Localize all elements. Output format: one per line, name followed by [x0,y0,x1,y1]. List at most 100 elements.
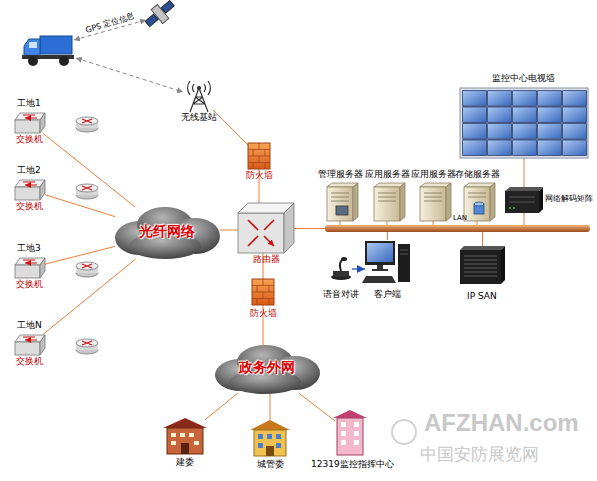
server-icon [378,193,396,201]
ip-san-icon [460,246,505,250]
firewall-icon [248,143,270,169]
node-label: 存储服务器 [455,170,500,180]
server-icon [327,183,495,221]
connector-line [299,393,335,421]
building-icon [341,422,359,445]
building-icon [163,410,367,456]
connector-line [42,259,135,335]
video-wall-icon [460,88,588,158]
server-icon [336,206,348,215]
firewall-icon [252,279,274,305]
small-router [82,186,92,190]
intercom-icon [331,257,351,280]
client-pc-icon [398,244,410,282]
small-router [76,117,98,125]
decoder-icon [539,187,543,213]
node-label: 语音对讲 [323,290,359,300]
server-icon [490,183,495,221]
connector-line [270,393,271,420]
building: 12319监控指挥中心 [335,410,365,455]
video-wall-icon [460,88,588,158]
node-label: 防火墙 [246,171,273,181]
node-label: 工地2 [17,166,41,176]
node-label: 工地1 [17,99,41,109]
connector-line [352,268,365,269]
lan-bus: LAN [325,225,590,232]
router-icon [238,213,284,253]
node-label: 管理服务器 [318,170,363,180]
client-pc-icon [362,276,396,283]
building-icon [163,418,207,428]
router-icon [284,203,294,253]
client-pc-icon [372,269,388,271]
server-icon [331,193,349,201]
connector-line [294,228,325,229]
node-label: 网络解码矩阵 [545,195,593,203]
connector-line [482,232,483,246]
building: 城管委 [252,420,288,456]
node-label: 政务外网 [239,360,295,375]
small-router [76,262,98,270]
node-label: 12319监控指挥中心 [311,460,394,470]
router-icon [248,220,274,246]
switch-arrows [23,260,37,263]
node-label: 交换机 [16,202,43,212]
node-label: 应用服务器 [365,170,410,180]
switch-icon [40,180,45,200]
server: 存储服务器 [464,183,490,221]
server: 应用服务器 [374,183,400,221]
video-wall: 监控中心电视墙 [460,88,588,158]
watermark: AFZHAN.com [424,410,579,436]
radio-tower [188,81,211,95]
client-pc-icon [377,265,383,269]
lan-bar [325,225,590,232]
switch-icon [15,265,40,278]
node-label: 路由器 [253,255,280,265]
truck [28,56,38,66]
small-router [76,117,98,354]
server-icon [468,193,486,197]
firewall-icon [248,143,270,169]
switch-icon [40,258,45,278]
switch-icon [40,113,45,133]
fiber-cloud: 光纤网络 [115,207,220,259]
server-icon [420,187,446,221]
building: 建委 [165,418,205,454]
node-label: 交换机 [16,135,43,145]
decoder-icon [505,191,539,213]
client-pc-icon [365,241,395,265]
small-router [76,184,98,192]
decoder-icon [505,187,543,213]
server-icon [400,183,405,221]
node-label: 交换机 [16,357,43,367]
switch-arrows [23,115,37,118]
dashed-link [76,58,183,92]
truck [22,36,74,66]
connector-line [524,213,525,225]
decoder-icon [513,207,515,209]
intercom-icon [333,271,349,277]
node-label: 工地N [17,321,42,331]
satellite [161,1,174,13]
connector-line [433,221,434,225]
server: 应用服务器 [420,183,446,221]
watermark-logo [392,420,416,444]
small-router [82,264,92,268]
client-pc: 客户端 [365,240,410,285]
node-label: 监控中心电视墙 [492,74,555,84]
site-switch: 工地N交换机 [15,335,45,355]
building-icon [333,410,367,418]
firewall-icon [252,279,274,305]
ip-san-icon [460,246,505,284]
gps-label: GPS 定位信息 [85,12,136,35]
connector-line [524,158,525,187]
server-icon [353,183,358,221]
node-label: 客户端 [374,290,401,300]
ip-san: IP SAN [460,246,505,284]
intercom: 语音对讲 [330,258,352,280]
building-icon [181,443,189,454]
switch-icon [40,335,45,355]
